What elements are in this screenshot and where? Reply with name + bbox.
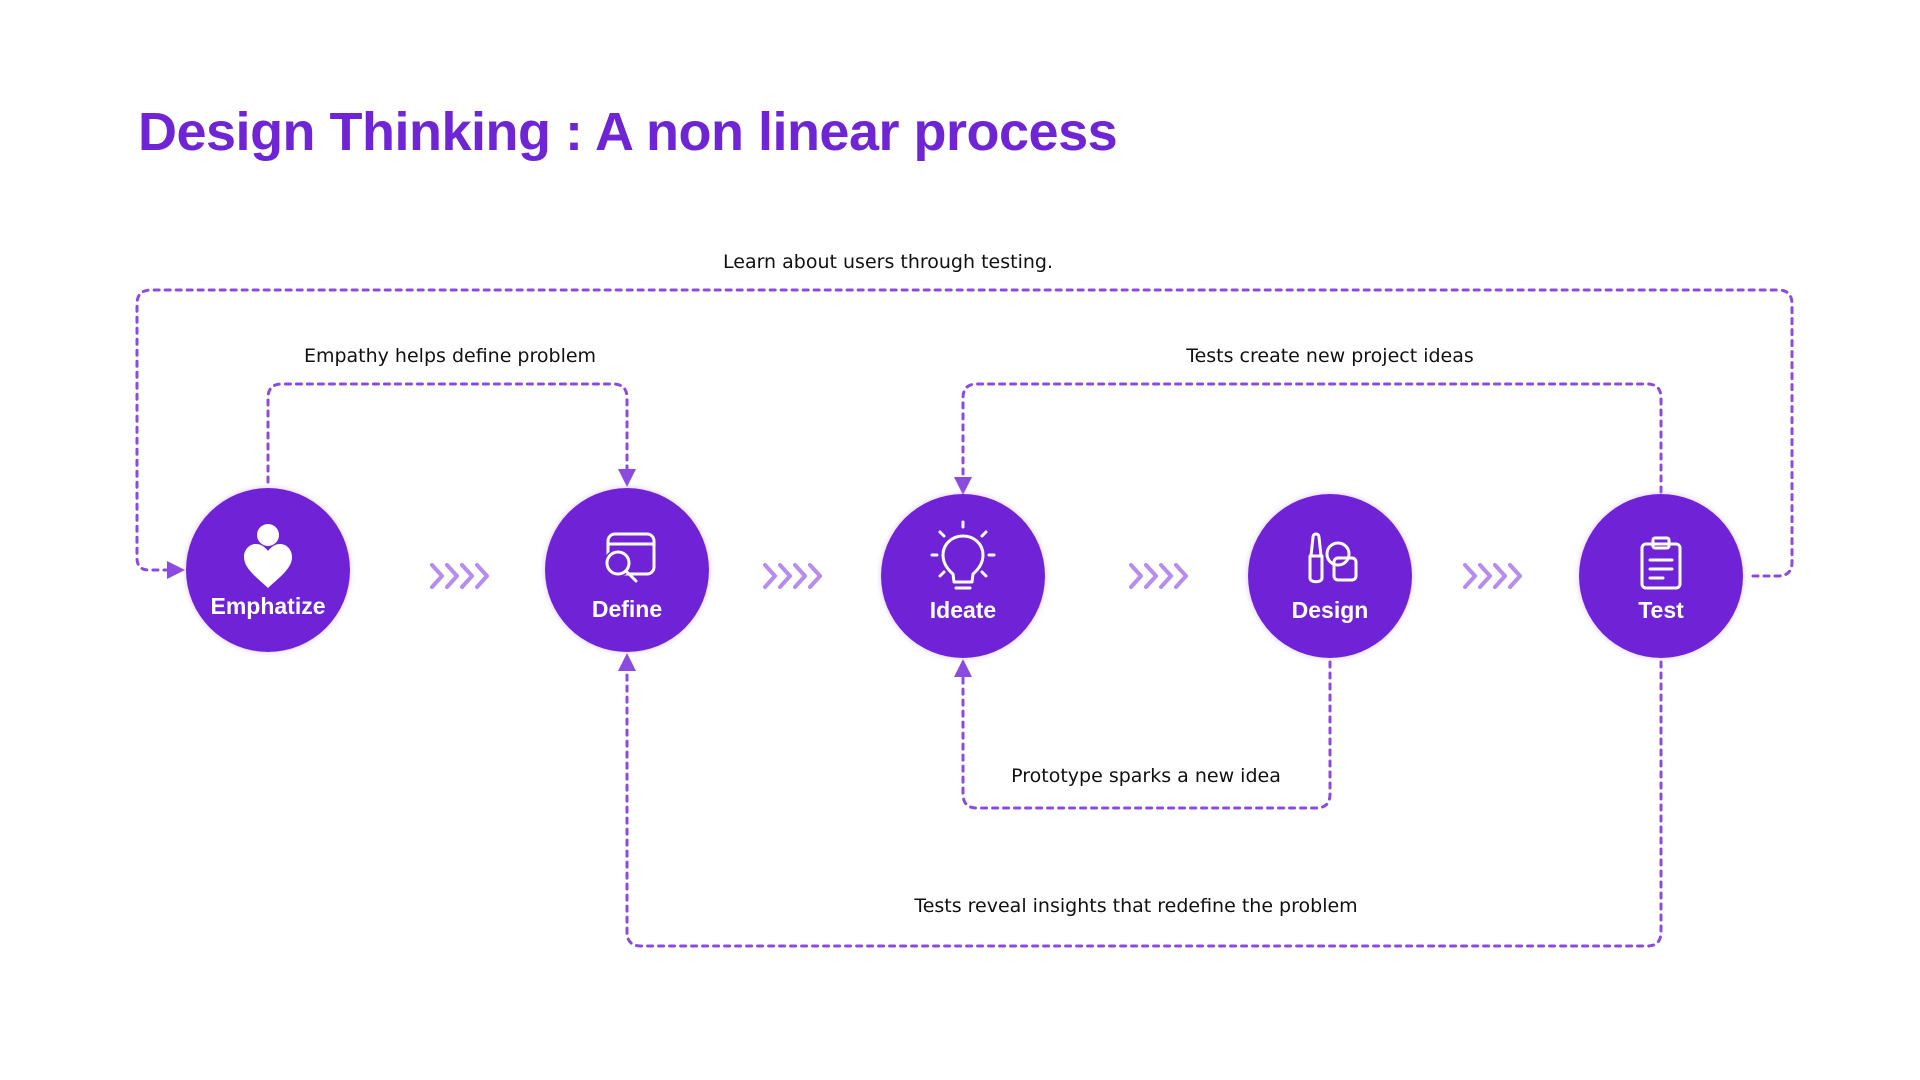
loop-label-prototype-idea: Prototype sparks a new idea xyxy=(1011,765,1281,787)
stage-label-design: Design xyxy=(1292,597,1369,623)
loop-label-learn-users: Learn about users through testing. xyxy=(723,251,1053,273)
chevrons-4 xyxy=(1463,563,1522,589)
brush-shapes-icon xyxy=(1308,532,1358,584)
loop-prototype-idea: Prototype sparks a new idea xyxy=(954,659,1332,810)
loop-tests-ideas: Tests create new project ideas xyxy=(954,345,1663,495)
stage-ideate: Ideate xyxy=(881,494,1045,658)
stage-label-ideate: Ideate xyxy=(930,597,996,623)
stage-label-emphatize: Emphatize xyxy=(210,593,325,619)
loop-learn-users: Learn about users through testing. xyxy=(135,251,1794,579)
stage-label-test: Test xyxy=(1638,597,1684,623)
loop-empathy-define: Empathy helps define problem xyxy=(266,345,636,487)
stage-define: Define xyxy=(545,488,709,652)
page-title: Design Thinking : A non linear process xyxy=(138,102,1118,162)
chevrons-2 xyxy=(763,563,822,589)
stage-emphatize: Emphatize xyxy=(186,488,350,652)
loop-tests-redefine: Tests reveal insights that redefine the … xyxy=(618,653,1663,948)
loop-label-tests-redefine: Tests reveal insights that redefine the … xyxy=(913,895,1357,917)
stage-label-define: Define xyxy=(592,596,662,622)
stage-test: Test xyxy=(1579,494,1743,658)
clipboard-icon xyxy=(1640,536,1682,590)
magnifier-window-icon xyxy=(604,532,656,583)
chevrons-1 xyxy=(430,563,489,589)
chevrons-3 xyxy=(1129,563,1188,589)
stage-design: Design xyxy=(1248,494,1412,658)
heart-person-icon xyxy=(244,524,292,588)
loop-label-tests-ideas: Tests create new project ideas xyxy=(1185,345,1474,367)
loop-label-empathy-define: Empathy helps define problem xyxy=(304,345,596,367)
lightbulb-icon xyxy=(930,520,996,590)
